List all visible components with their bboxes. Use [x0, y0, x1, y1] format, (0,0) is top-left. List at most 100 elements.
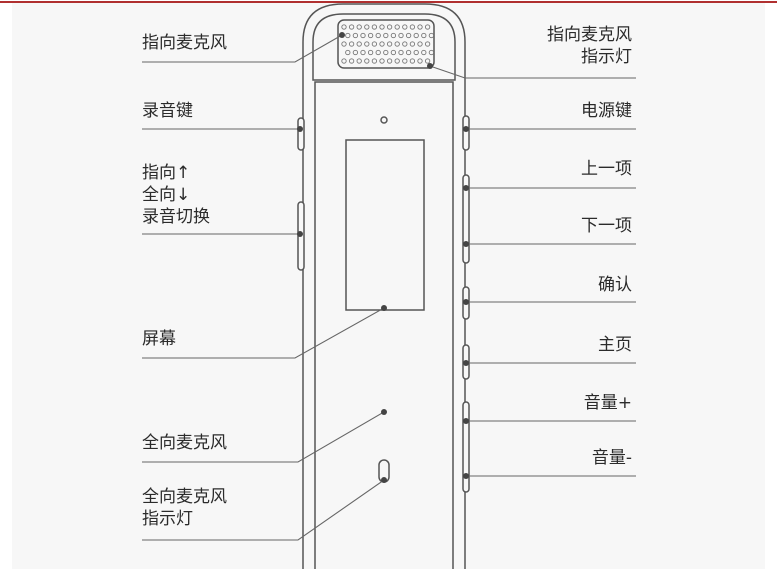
leader-lines [142, 34, 636, 541]
dot-next-item [463, 241, 469, 247]
label-screen: 屏幕 [142, 329, 176, 349]
mic-grille-holes [341, 24, 435, 64]
grille-hole [379, 58, 385, 64]
grille-hole [383, 49, 389, 56]
grille-hole [394, 58, 400, 64]
record-key-button [297, 117, 305, 151]
grille-hole [390, 49, 397, 56]
mic-head-outline [312, 13, 456, 81]
label-power-key: 电源键 [581, 101, 632, 121]
grille-hole [367, 32, 374, 39]
grille-hole [379, 41, 385, 47]
grille-hole [394, 41, 400, 47]
grille-hole [417, 24, 423, 30]
dot-mode-switch [297, 231, 303, 237]
grille-hole [428, 49, 435, 56]
grille-hole [402, 41, 408, 47]
label-directional-mic-indicator: 指向麦克风 指示灯 [547, 25, 632, 67]
grille-hole [413, 32, 419, 39]
dot-confirm [463, 299, 469, 305]
grille-hole [424, 58, 431, 64]
dot-omni-mic [381, 409, 387, 415]
grille-hole [383, 32, 389, 39]
recorder-outline [302, 3, 466, 569]
dot-prev-item [463, 185, 469, 191]
label-prev-item: 上一项 [581, 159, 632, 179]
label-next-item: 下一项 [581, 216, 632, 236]
dot-volume-down [463, 473, 469, 479]
dot-omni-mic-indicator [381, 477, 387, 483]
dot-volume-up [463, 418, 469, 424]
grille-hole [341, 58, 347, 64]
grille-hole [405, 49, 412, 56]
label-omni-mic-indicator: 全向麦克风 指示灯 [142, 487, 227, 529]
grille-hole [409, 58, 416, 64]
grille-hole [348, 58, 355, 64]
diagram-background [12, 3, 765, 569]
grille-hole [405, 32, 412, 39]
label-mode-switch: 指向↑ 全向↓ 录音切换 [142, 163, 210, 227]
grille-hole [421, 49, 427, 56]
grille-hole [424, 41, 431, 47]
up-down-button [462, 174, 470, 264]
grille-hole [379, 24, 385, 30]
leader-dots [297, 32, 469, 483]
label-omni-mic: 全向麦克风 [142, 433, 227, 453]
grille-hole [375, 32, 381, 39]
grille-hole [394, 24, 400, 30]
label-volume-down: 音量- [591, 448, 632, 468]
dot-record-key [297, 126, 303, 132]
leader-directional-mic [142, 34, 343, 63]
grille-hole [356, 24, 362, 30]
grille-hole [424, 24, 431, 30]
leader-omni-mic [142, 411, 385, 463]
grille-hole [367, 49, 374, 56]
grille-hole [360, 49, 366, 56]
grille-hole [352, 32, 359, 39]
grille-hole [348, 41, 355, 47]
inner-panel [314, 81, 454, 569]
grille-hole [390, 32, 397, 39]
grille-hole [371, 58, 378, 64]
label-confirm: 确认 [598, 275, 632, 295]
grille-hole [356, 41, 362, 47]
label-directional-mic: 指向麦克风 [142, 33, 227, 53]
grille-hole [409, 24, 416, 30]
grille-hole [345, 32, 351, 39]
grille-hole [364, 58, 370, 64]
grille-hole [402, 24, 408, 30]
power-key-button [462, 115, 470, 151]
grille-hole [428, 32, 435, 39]
grille-hole [386, 41, 393, 47]
grille-hole [375, 49, 381, 56]
grille-hole [341, 24, 347, 30]
leader-screen [142, 307, 385, 359]
grille-hole [398, 32, 404, 39]
grille-hole [417, 41, 423, 47]
mic-grille [337, 19, 435, 69]
grille-hole [360, 32, 366, 39]
grille-hole [398, 49, 404, 56]
front-camera-dot [380, 116, 388, 124]
grille-hole [413, 49, 419, 56]
grille-hole [352, 49, 359, 56]
grille-hole [417, 58, 423, 64]
grille-hole [364, 41, 370, 47]
label-home: 主页 [598, 335, 632, 355]
grille-hole [341, 41, 347, 47]
volume-button [462, 401, 470, 493]
grille-hole [371, 24, 378, 30]
grille-hole [348, 24, 355, 30]
grille-hole [409, 41, 416, 47]
grille-hole [345, 49, 351, 56]
label-volume-up: 音量+ [583, 393, 632, 413]
grille-hole [402, 58, 408, 64]
dot-screen [381, 305, 387, 311]
recorder-body [302, 3, 466, 569]
dot-home [463, 360, 469, 366]
dot-directional-mic [339, 32, 345, 38]
dot-power-key [463, 126, 469, 132]
dot-directional-mic-indicator [427, 63, 433, 69]
